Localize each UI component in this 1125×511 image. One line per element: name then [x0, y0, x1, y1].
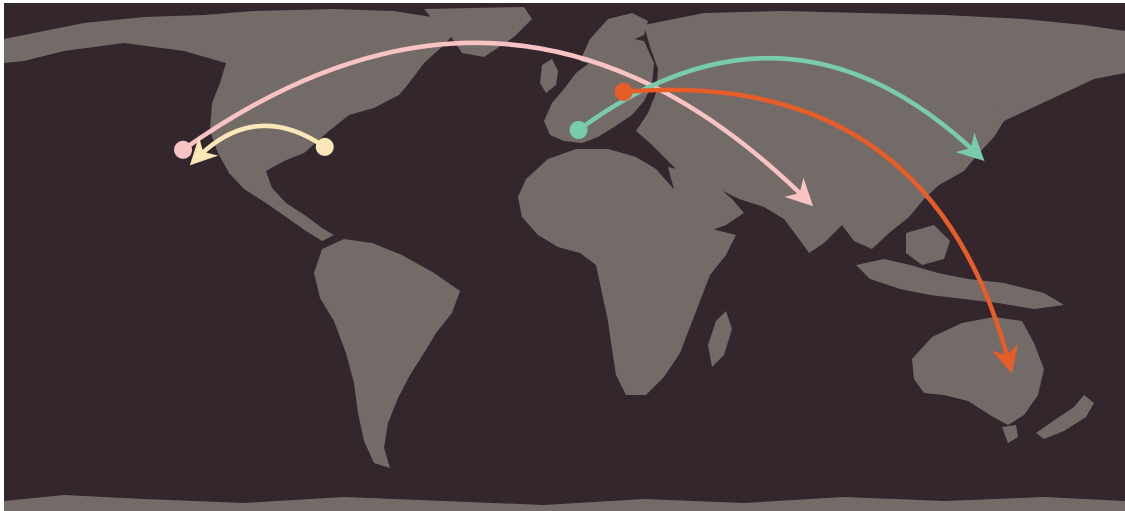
route-usa-east-to-usa-west	[189, 123, 327, 166]
landmasses	[4, 7, 1125, 511]
landmass-great-britain	[540, 59, 558, 93]
landmass-asia	[636, 11, 1125, 253]
landmass-madagascar	[708, 311, 732, 367]
route-italy-to-japan	[576, 55, 985, 161]
landmass-new-zealand	[1036, 395, 1094, 439]
route-origin-russia-to-australia	[614, 82, 633, 101]
landmass-arabia	[668, 167, 744, 233]
landmass-borneo	[906, 225, 950, 265]
route-origin-usa-east-to-usa-west	[315, 137, 334, 156]
landmass-antarctica	[4, 495, 1125, 511]
landmass-tasmania	[1002, 425, 1018, 443]
landmass-indonesia	[856, 259, 1064, 309]
landmass-europe	[544, 37, 654, 143]
route-layer	[174, 40, 1019, 374]
route-origin-usa-west-to-india	[174, 140, 193, 159]
landmass-scandinavia	[580, 13, 648, 65]
landmass-africa	[518, 149, 736, 395]
route-usa-west-to-india	[180, 40, 814, 207]
route-origin-italy-to-japan	[569, 121, 588, 139]
world-map	[4, 3, 1125, 511]
landmass-greenland	[424, 7, 532, 57]
route-russia-to-australia	[621, 87, 1019, 374]
landmass-south-america	[314, 239, 460, 468]
map-canvas	[4, 3, 1125, 511]
